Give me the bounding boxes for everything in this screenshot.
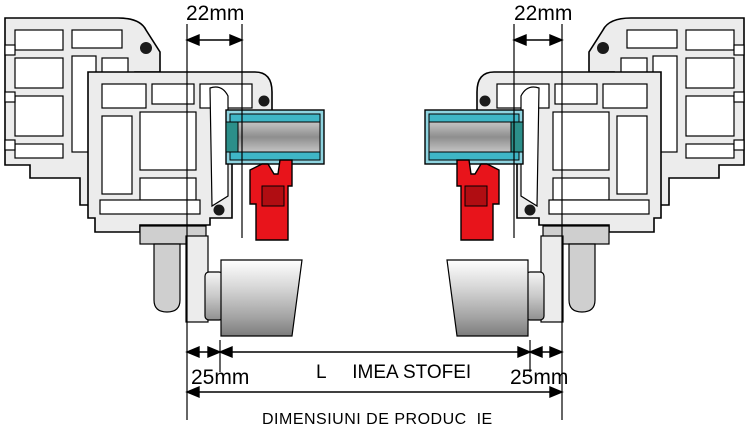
reference-lines [186, 24, 563, 420]
margin-left-label: 25mm [191, 366, 250, 389]
dimension-arrows [185, 33, 564, 399]
fabric-width-label: L IMEA STOFEI [316, 362, 472, 383]
production-dimension-label: DIMENSIUNI DE PRODUC IE [262, 411, 493, 428]
right-window-assembly [424, 17, 745, 337]
offset-left-label: 22mm [186, 2, 245, 25]
left-window-assembly [4, 17, 325, 337]
margin-right-label: 25mm [510, 366, 569, 389]
offset-right-label: 22mm [514, 2, 573, 25]
